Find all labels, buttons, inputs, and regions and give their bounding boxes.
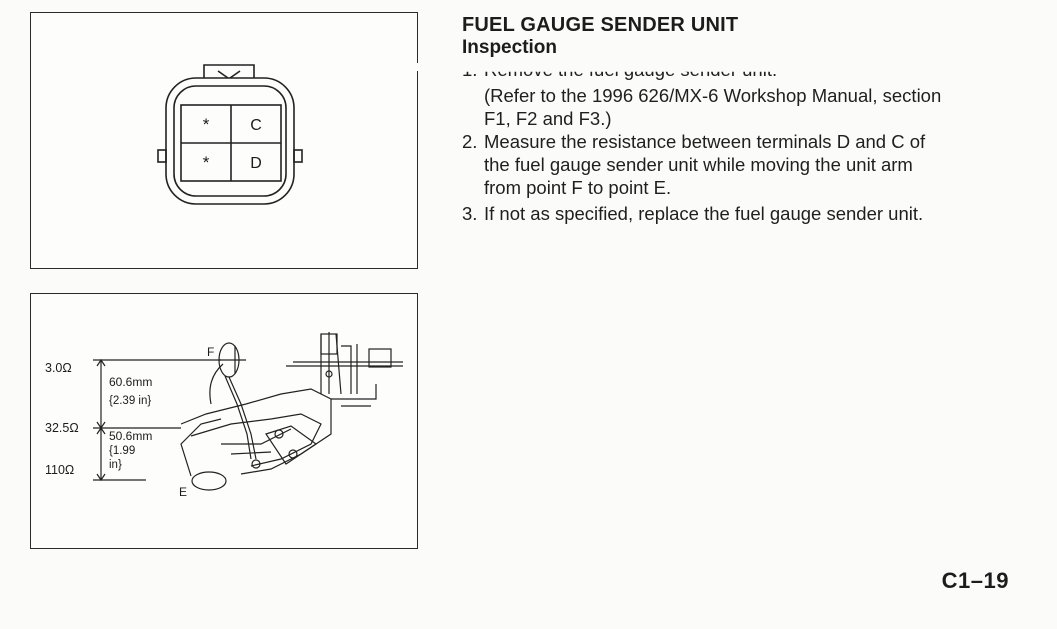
step-text: Remove the fuel gauge sender unit. [484,59,778,80]
sender-unit-diagram: F E 3.0Ω 32.5Ω 110Ω 60.6mm {2.39 in} 50.… [45,332,403,499]
resistance-mid: 32.5Ω [45,421,79,435]
section-subtitle: Inspection [462,37,558,58]
step-text: Measure the resistance between terminals… [484,131,926,152]
point-e-label: E [179,485,187,499]
resistance-bottom: 110Ω [45,463,74,477]
page-number: C1–19 [941,568,1009,593]
dimension-upper-in: {2.39 in} [109,395,151,407]
step-number: 3. [462,203,478,224]
terminal-label: * [203,115,210,134]
step-text: the fuel gauge sender unit while moving … [484,154,913,175]
connector-figure: * C * D [30,12,419,269]
step-text: If not as specified, replace the fuel ga… [484,203,924,224]
dimension-upper-mm: 60.6mm [109,375,152,389]
connector-diagram: * C * D [31,63,419,205]
dimension-lower-in-unit: in} [109,459,122,471]
terminal-label: C [250,117,262,134]
resistance-top: 3.0Ω [45,361,72,375]
dimension-lower-in: {1.99 [109,445,135,457]
terminal-label: * [203,153,210,172]
step-text: (Refer to the 1996 626/MX-6 Workshop Man… [484,85,942,106]
dimension-lower-mm: 50.6mm [109,429,152,443]
section-title: FUEL GAUGE SENDER UNIT [462,14,739,36]
point-f-label: F [207,345,214,359]
step-number: 2. [462,131,478,152]
step-number: 1. [462,59,478,80]
sender-unit-figure: F E 3.0Ω 32.5Ω 110Ω 60.6mm {2.39 in} 50.… [30,293,418,549]
step-text: F1, F2 and F3.) [484,108,612,129]
terminal-label: D [250,155,262,172]
step-text: from point F to point E. [484,177,672,198]
